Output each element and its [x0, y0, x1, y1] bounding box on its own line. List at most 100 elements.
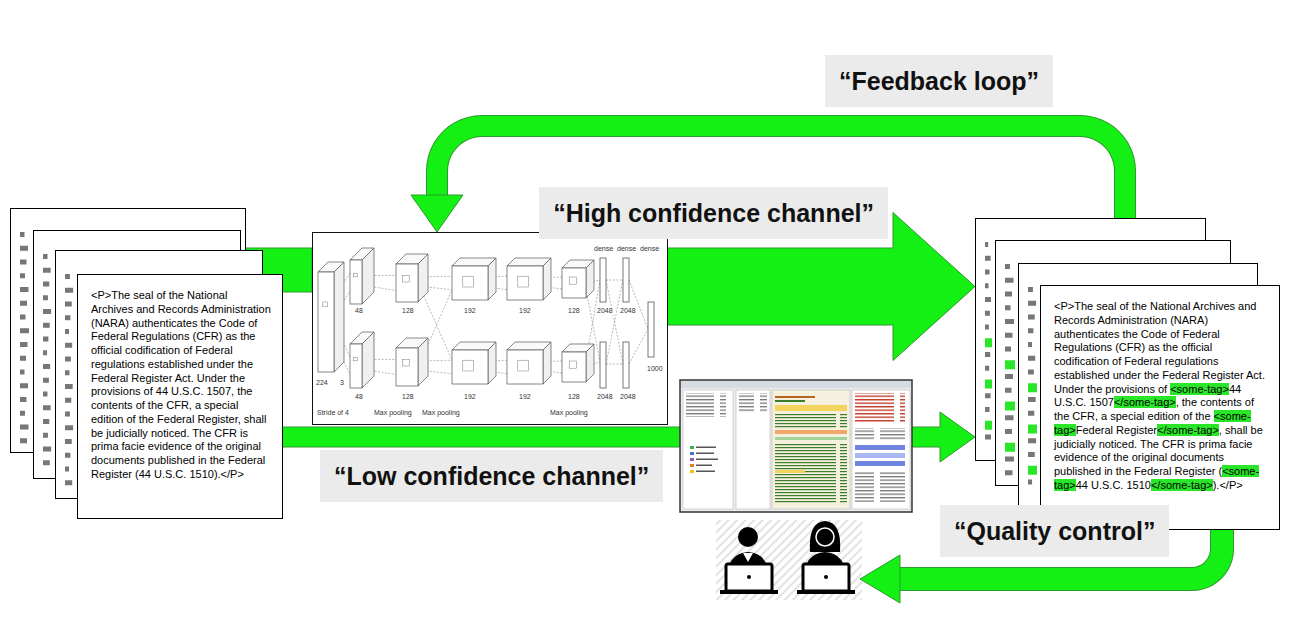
layer-dimension: 192	[463, 393, 477, 401]
layer-block	[518, 276, 529, 287]
text-fragment	[65, 453, 70, 458]
layer-dimension: Max pooling	[373, 409, 413, 417]
text-fragment	[1028, 466, 1037, 475]
layer-block	[318, 272, 334, 372]
annotation-tool-screenshot	[680, 380, 912, 512]
dense-layer	[648, 302, 654, 357]
text-fragment	[1028, 438, 1036, 443]
human-annotators	[803, 564, 849, 591]
arrow-head	[860, 555, 900, 603]
layer-block	[518, 360, 529, 371]
text-fragment	[1005, 429, 1012, 434]
text-fragment	[1005, 305, 1011, 310]
layer-block	[562, 268, 586, 298]
human-annotators	[720, 590, 778, 594]
human-annotators	[726, 564, 772, 591]
layer-block	[452, 350, 488, 384]
text-fragment	[985, 325, 989, 330]
layer-block	[507, 350, 543, 384]
tag-highlight: <some-tag>	[1170, 383, 1229, 395]
annotation-tool-screenshot	[775, 414, 847, 428]
annotation-tool-screenshot	[852, 390, 910, 509]
text-fragment	[20, 328, 29, 333]
document-text: <P>The seal of the National Archives and…	[91, 289, 271, 482]
text-fragment	[43, 282, 49, 287]
layer-block	[562, 344, 594, 382]
layer-block	[586, 260, 594, 298]
text-fragment	[985, 283, 989, 288]
human-annotators	[816, 528, 834, 546]
human-annotators	[716, 520, 862, 600]
annotation-tool-screenshot	[855, 461, 905, 466]
text-fragment	[65, 315, 70, 320]
text-fragment	[985, 352, 990, 357]
text-fragment	[1028, 356, 1035, 361]
layer-block	[507, 342, 551, 384]
text-fragment	[20, 273, 25, 278]
text-fragment	[20, 397, 27, 402]
text-fragment	[43, 337, 48, 342]
layer-block	[396, 348, 418, 386]
text-run: ).</P>	[1213, 479, 1243, 491]
text-fragment	[65, 302, 72, 307]
annotation-tool-screenshot	[855, 393, 905, 423]
text-fragment	[43, 433, 48, 438]
text-fragment	[1028, 287, 1033, 292]
text-fragment	[1005, 319, 1014, 324]
annotation-tool-screenshot	[775, 444, 847, 504]
layer-link	[606, 280, 623, 281]
text-fragment	[43, 309, 51, 314]
layer-block	[354, 273, 358, 277]
text-fragment	[65, 467, 69, 472]
text-fragment	[20, 260, 27, 265]
layer-block	[418, 338, 428, 386]
human-annotators	[824, 575, 828, 579]
layer-block	[418, 254, 428, 302]
layer-dimension: 2048	[619, 307, 637, 315]
layer-link	[629, 280, 648, 329]
annotation-tool-screenshot	[855, 453, 905, 458]
layer-block	[403, 275, 410, 282]
text-fragment	[65, 329, 69, 334]
text-fragment	[43, 254, 48, 259]
layer-dimension: Max pooling	[549, 409, 589, 417]
text-fragment	[20, 287, 29, 292]
text-fragment	[1005, 470, 1013, 475]
layer-block	[452, 258, 496, 300]
text-fragment	[985, 393, 991, 398]
layer-dimension: 128	[401, 393, 415, 401]
layer-dimension: 192	[463, 307, 477, 315]
text-fragment	[20, 301, 27, 306]
layer-block	[562, 352, 586, 382]
layer-block	[488, 342, 496, 384]
layer-block	[403, 359, 410, 366]
layer-block	[562, 260, 594, 298]
text-fragment	[1028, 370, 1034, 375]
text-fragment	[43, 295, 48, 300]
layer-block	[350, 332, 374, 388]
neural-network-drawing	[312, 232, 668, 425]
document-page: <P>The seal of the National Archives and…	[1040, 285, 1280, 530]
text-fragment	[985, 366, 989, 371]
annotation-tool-screenshot	[680, 380, 912, 512]
arrow-head	[411, 195, 463, 232]
annotation-tool-screenshot	[686, 393, 726, 417]
text-fragment	[985, 421, 992, 430]
text-fragment	[20, 425, 29, 430]
text-fragment	[985, 407, 990, 412]
annotation-tool-screenshot	[681, 381, 911, 388]
text-run: Federal Register	[1076, 424, 1157, 436]
layer-dimension: 192	[518, 393, 532, 401]
text-fragment	[65, 274, 70, 279]
layer-dimension: 2048	[619, 393, 637, 401]
layer-block	[543, 258, 551, 300]
text-fragment	[65, 384, 73, 389]
layer-block	[362, 248, 374, 304]
text-fragment	[20, 383, 28, 388]
text-fragment	[1005, 415, 1014, 420]
text-fragment	[65, 412, 70, 417]
text-fragment	[43, 405, 51, 410]
annotation-tool-screenshot	[696, 471, 715, 473]
layer-dimension: 1000	[646, 365, 664, 373]
text-fragment	[1005, 388, 1012, 393]
